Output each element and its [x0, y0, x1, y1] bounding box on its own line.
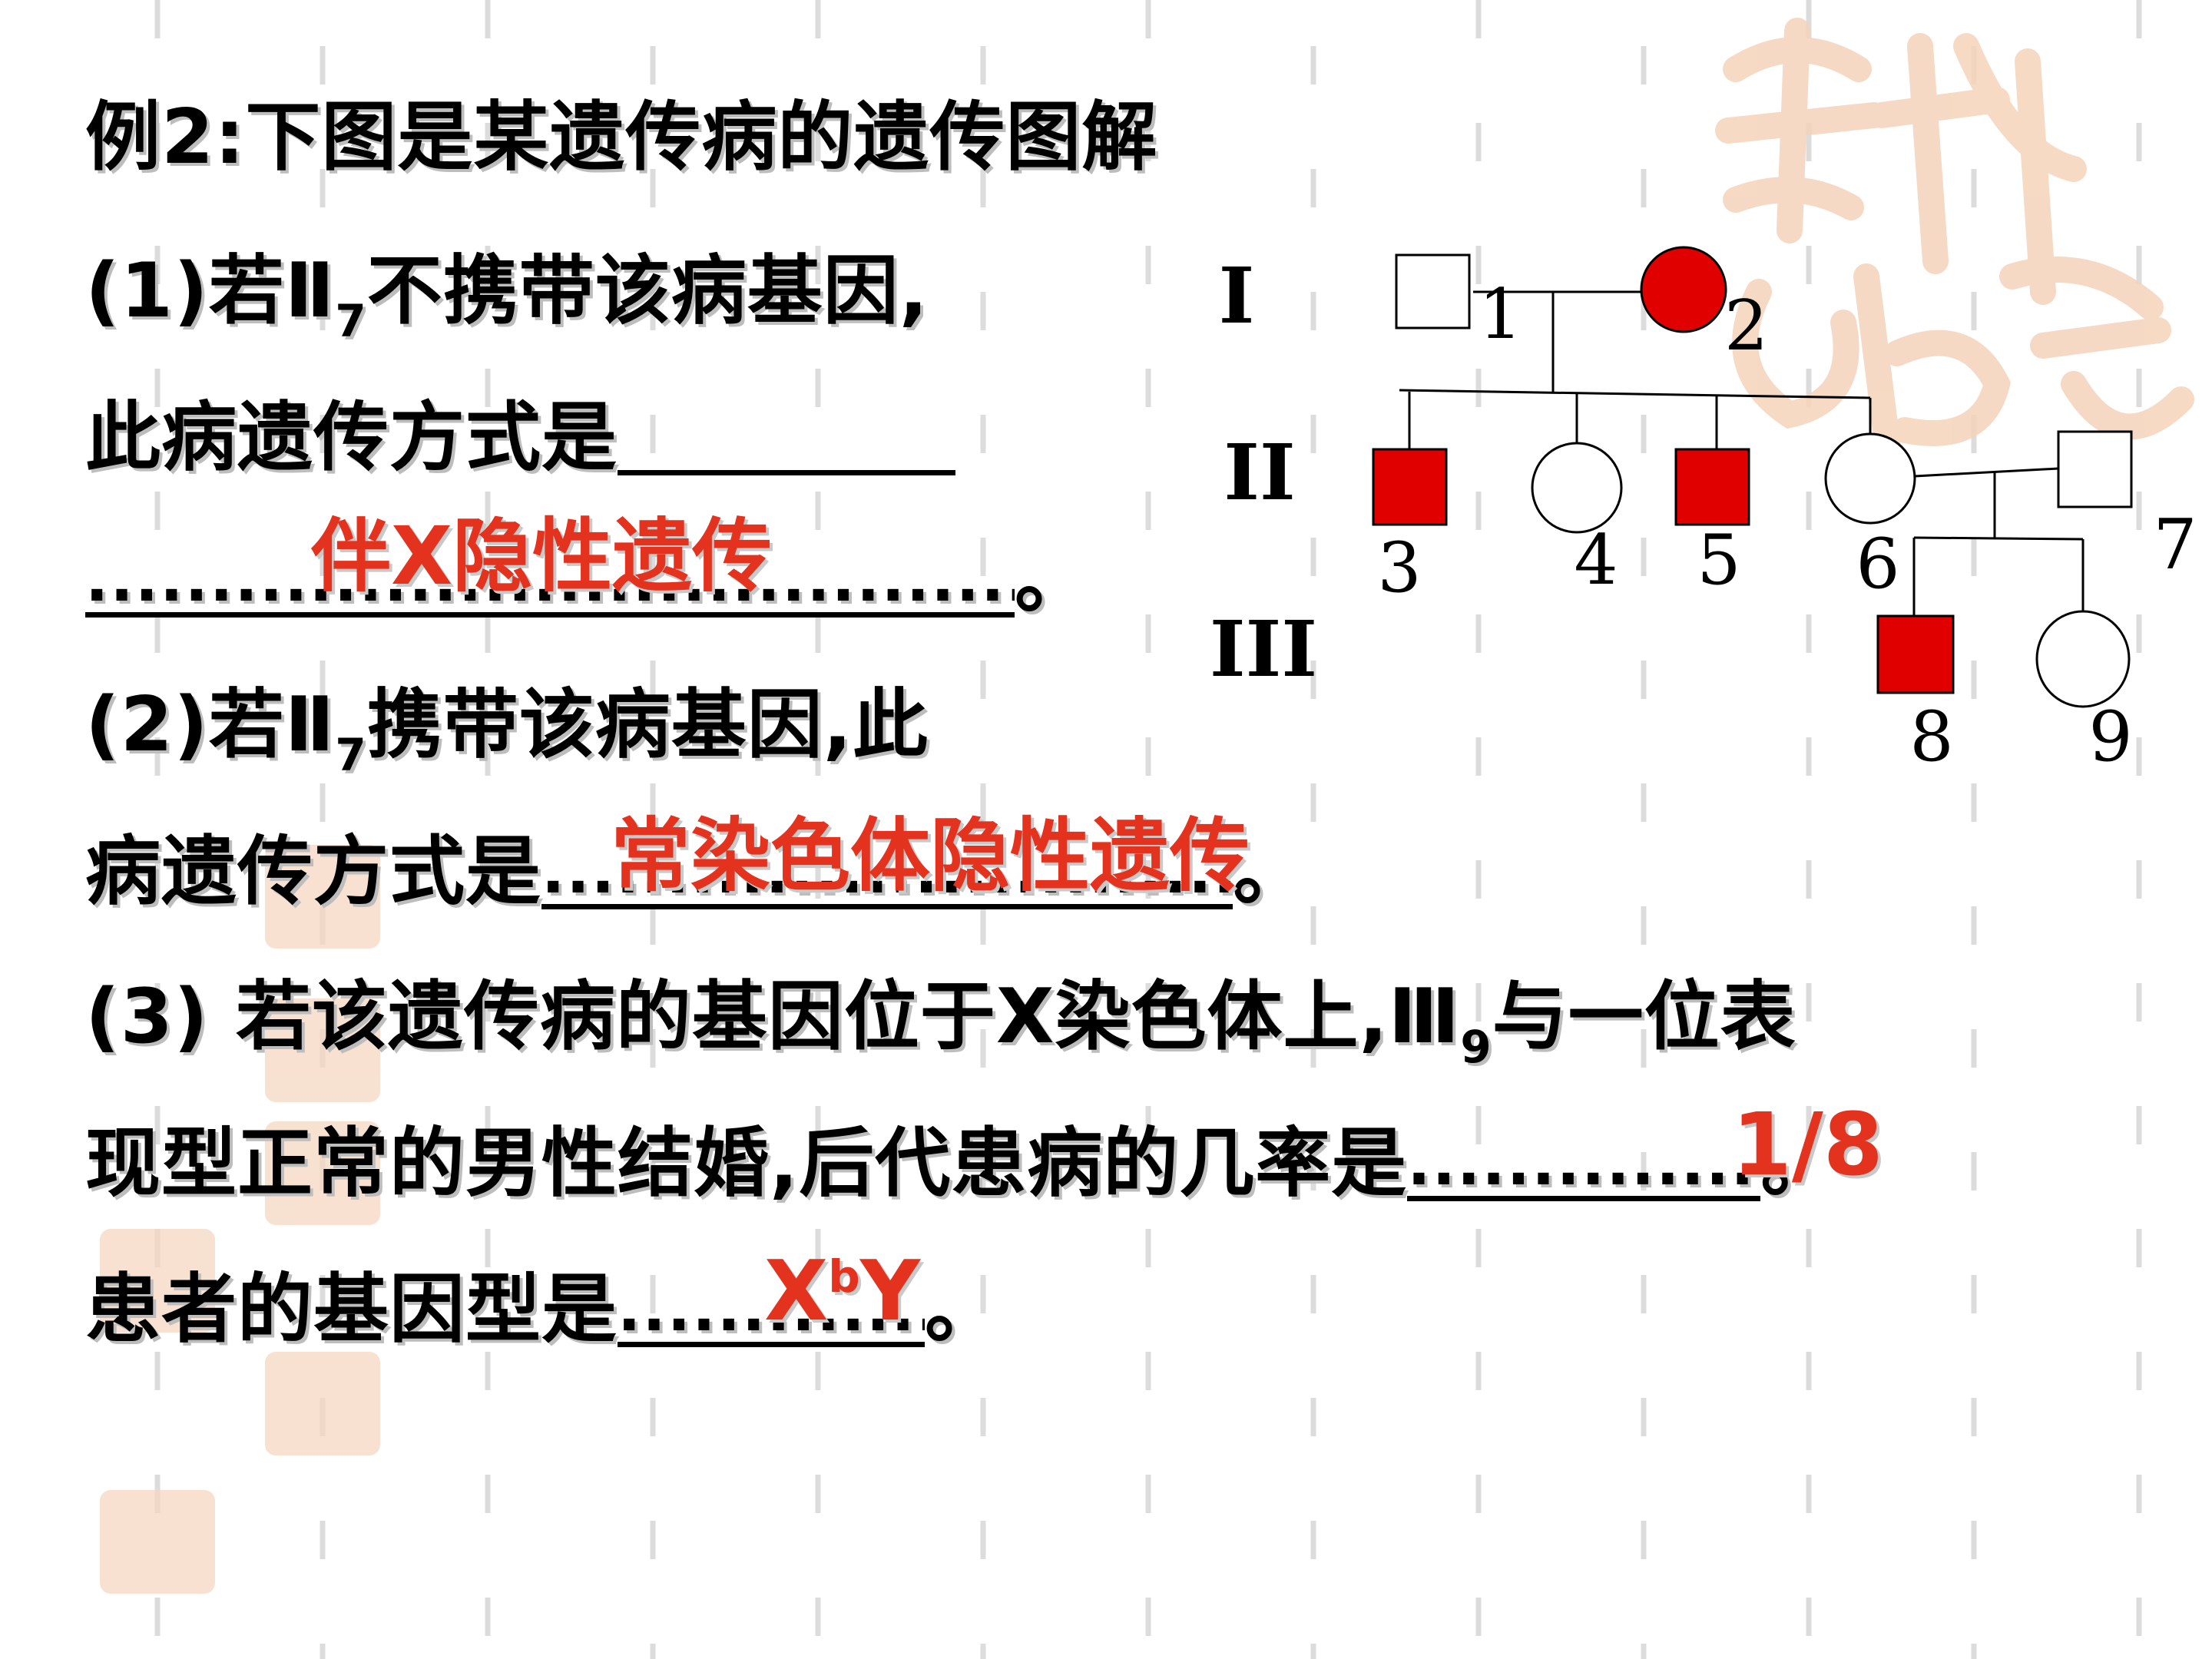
answer-part2: 常染色体隐性遗传: [611, 809, 1250, 902]
sibship-line-II: [1399, 389, 1871, 399]
part1-blank-a: [618, 399, 956, 475]
label-9: 9: [2088, 697, 2132, 777]
part3-blank-a: .....................................: [1407, 1125, 1761, 1201]
sibship-line-III: [1913, 536, 2084, 541]
label-8: 8: [1909, 697, 1953, 777]
label-7: 7: [2153, 505, 2197, 585]
part1-line2: 此病遗传方式是: [85, 399, 956, 475]
answer-part3-probability: 1/8: [1732, 1095, 1883, 1195]
answer-part3-genotype: XbY: [764, 1243, 921, 1339]
individual-3-affected-male: [1372, 448, 1448, 526]
individual-4-unaffected-female: [1531, 442, 1623, 534]
generation-label-II: II: [1224, 427, 1296, 518]
generation-label-I: I: [1219, 250, 1255, 341]
seal-watermark-large: [1715, 18, 2194, 474]
label-2: 2: [1724, 286, 1768, 366]
answer-part1: 伴X隐性遗传: [311, 509, 773, 603]
part1-line3: ........................................…: [85, 536, 1091, 624]
generation-label-III: III: [1210, 604, 1317, 694]
part3-blank-b: ................................: [618, 1271, 926, 1347]
part2-line2: 病遗传方式是..................................…: [85, 828, 1310, 916]
part1-line1: (1)若Ⅱ7不携带该病基因,: [85, 247, 929, 347]
part2-line1: (2)若Ⅱ7携带该病基因,此: [85, 681, 929, 781]
individual-8-affected-male: [1876, 614, 1955, 694]
label-5: 5: [1697, 520, 1740, 601]
individual-9-unaffected-female: [2035, 610, 2131, 708]
individual-6-unaffected-female: [1824, 432, 1916, 525]
label-1: 1: [1479, 274, 1522, 355]
label-4: 4: [1574, 520, 1618, 601]
individual-2-affected-female: [1640, 246, 1727, 333]
individual-5-affected-male: [1674, 448, 1750, 526]
question-title: 例2:下图是某遗传病的遗传图解: [85, 94, 1158, 181]
marriage-line-6-7: [1914, 467, 2059, 478]
part1-blank-b: ........................................…: [85, 541, 1015, 618]
individual-1-unaffected-male: [1395, 253, 1471, 329]
part3-line1: (3) 若该遗传病的基因位于X染色体上,Ⅲ9与一位表: [85, 973, 1796, 1073]
label-3: 3: [1377, 528, 1421, 608]
part2-blank: ........................................…: [541, 833, 1233, 909]
individual-7-unaffected-male: [2057, 430, 2133, 508]
label-6: 6: [1856, 524, 1899, 604]
pedigree-chart: I II III 1 2 3 4 5 6 7 8 9: [1210, 246, 2197, 777]
part3-line3: 患者的基因型是................................。: [85, 1266, 1002, 1353]
part3-line2: 现型正常的男性结婚,后代患病的几率是......................…: [85, 1120, 1837, 1207]
